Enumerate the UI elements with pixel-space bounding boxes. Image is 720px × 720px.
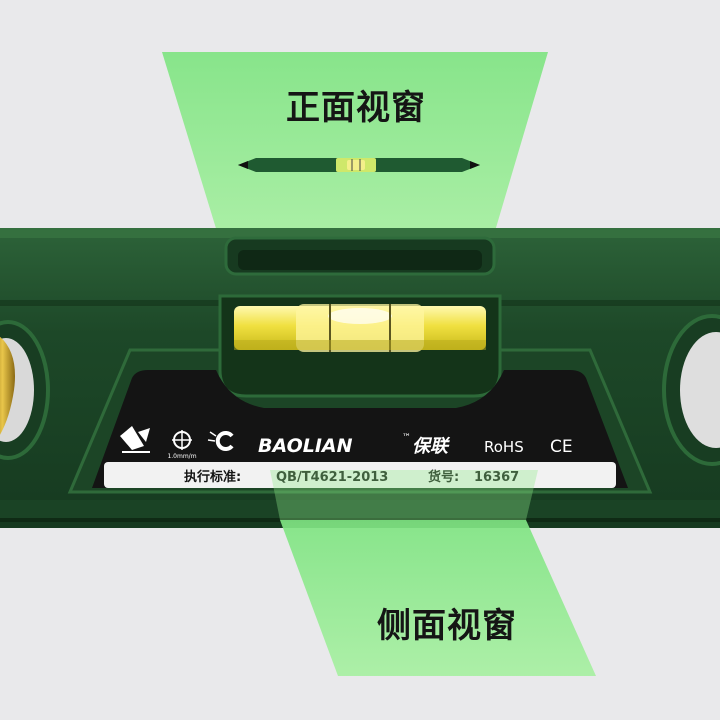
item-no-value: 16367 bbox=[474, 470, 519, 485]
trademark-symbol: ™ bbox=[402, 433, 411, 443]
front-window-caption: 正面视窗 bbox=[286, 88, 426, 128]
drop-resistant-icon bbox=[120, 426, 150, 453]
left-side-window bbox=[0, 320, 50, 460]
side-view-beam bbox=[280, 520, 596, 676]
label-plate: 1.0mm/m BAOLIAN ™ 保联 RoHS CE 执行标准: QB/T4… bbox=[92, 370, 628, 488]
right-side-window bbox=[662, 314, 720, 466]
front-view-beam bbox=[162, 52, 548, 248]
brand-chinese-name: 保联 bbox=[412, 436, 451, 457]
standard-value: QB/T4621-2013 bbox=[276, 470, 388, 485]
accuracy-icon: 1.0mm/m bbox=[167, 430, 197, 460]
rohs-mark: RoHS bbox=[484, 438, 524, 456]
item-no-label: 货号: bbox=[428, 469, 459, 485]
magnet-icon bbox=[207, 431, 234, 451]
standard-label: 执行标准: bbox=[184, 469, 241, 485]
brand-name: BAOLIAN bbox=[258, 435, 353, 457]
side-window-caption: 侧面视窗 bbox=[377, 606, 517, 646]
accuracy-text: 1.0mm/m bbox=[167, 453, 196, 460]
ce-mark: CE bbox=[550, 437, 573, 457]
bubble-vial bbox=[234, 304, 486, 352]
mini-level-icon bbox=[238, 158, 480, 172]
